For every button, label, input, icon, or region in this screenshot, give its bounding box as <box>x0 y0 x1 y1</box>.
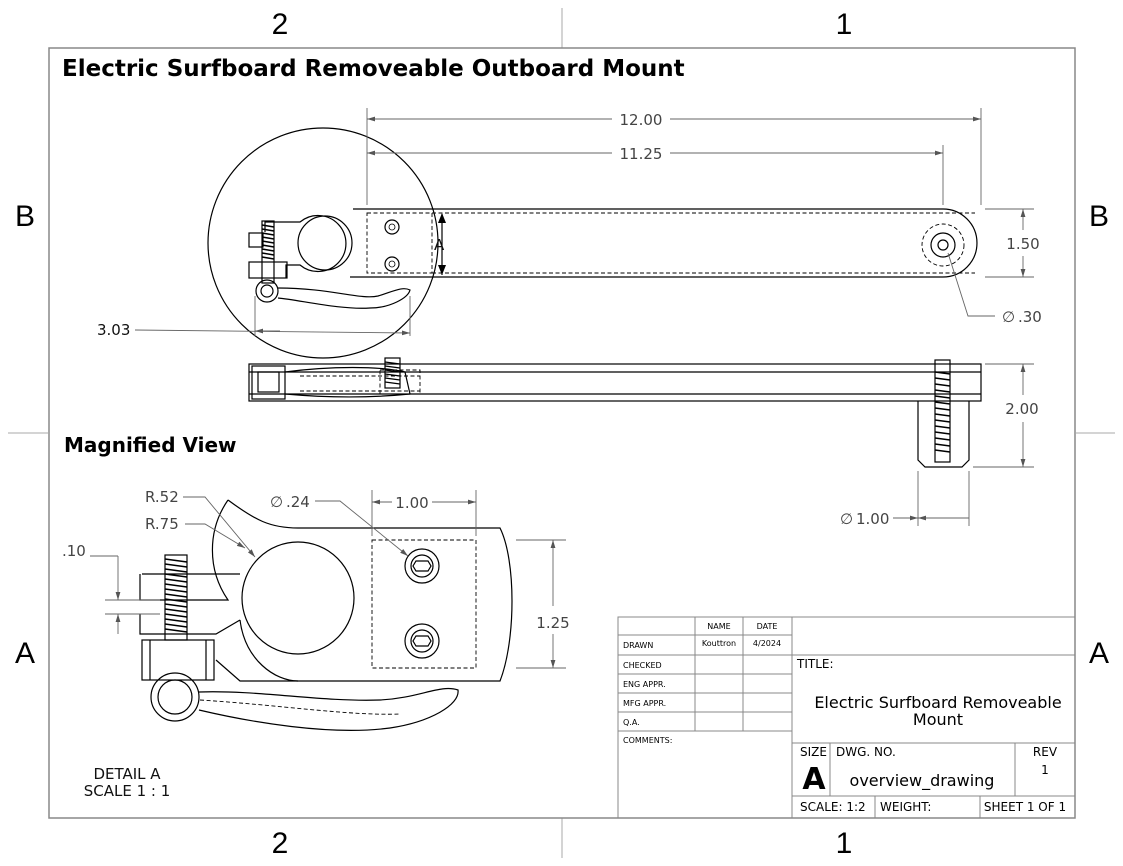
detail-circle <box>207 127 439 359</box>
tb-rev-label: REV <box>1033 745 1058 759</box>
side-lever <box>284 366 411 398</box>
zone-label-top-2: 2 <box>272 8 289 41</box>
dim-pocket-length: 1.00 <box>395 494 428 512</box>
tb-row-date: 4/2024 <box>753 639 781 648</box>
detail-caption-line1: DETAIL A <box>93 765 161 783</box>
tb-row-name: Kouttron <box>702 639 736 648</box>
tb-rev-value: 1 <box>1041 763 1049 777</box>
side-screw <box>384 357 401 389</box>
detail-screw-2 <box>404 623 440 659</box>
zone-label-left-b: B <box>15 200 35 233</box>
side-boss <box>917 401 970 468</box>
detail-caption-line2: SCALE 1 : 1 <box>84 782 171 800</box>
detail-dimensions: R.52 R.75 ∅ .24 1.00 1.25 .10 <box>62 488 570 669</box>
dim-hole-dia: .30 <box>1018 308 1042 326</box>
detail-bore <box>241 541 355 655</box>
clamp-outline <box>264 214 347 278</box>
top-view: A <box>207 127 978 359</box>
zone-label-right-b: B <box>1089 200 1109 233</box>
screw-hole-2 <box>384 256 400 272</box>
lever-pivot <box>255 279 279 303</box>
clamp-bore <box>297 215 353 271</box>
dim-outer-radius: R.75 <box>145 515 179 533</box>
dim-lever-length: 3.03 <box>97 321 130 339</box>
end-hole <box>930 232 956 258</box>
dim-screw-dia: .24 <box>286 493 310 511</box>
dim-slot: .10 <box>62 542 86 560</box>
side-arm <box>248 363 982 402</box>
detail-lever-pivot <box>150 672 200 722</box>
dim-screw-dia-symbol: ∅ <box>270 493 283 511</box>
tb-sheet: SHEET 1 OF 1 <box>984 800 1066 814</box>
drawing-frame <box>48 47 1076 819</box>
clamp-screw <box>261 220 275 284</box>
detail-pocket <box>371 539 477 669</box>
tb-col-date: DATE <box>757 622 778 631</box>
magnified-view-label: Magnified View <box>64 433 237 457</box>
tb-title-line2: Mount <box>913 710 963 729</box>
tb-title-line1: Electric Surfboard Removeable <box>814 693 1061 712</box>
top-view-dimensions: 12.00 11.25 1.50 ∅ .30 3.03 <box>97 108 1042 339</box>
screw-hole-1 <box>384 219 400 235</box>
tb-comments-label: COMMENTS: <box>623 736 672 745</box>
dim-boss-dia-symbol: ∅ <box>840 510 853 528</box>
detail-view <box>139 499 513 731</box>
title-block <box>617 616 1076 819</box>
pocket-hidden <box>366 212 433 274</box>
tb-weight: WEIGHT: <box>880 800 931 814</box>
tb-col-name: NAME <box>707 622 730 631</box>
zone-label-left-a: A <box>15 637 35 670</box>
zone-label-right-a: A <box>1089 637 1109 670</box>
tb-scale: SCALE: 1:2 <box>800 800 866 814</box>
tb-dwg-no-label: DWG. NO. <box>836 745 896 759</box>
dim-overall-length: 12.00 <box>620 111 663 129</box>
tb-row-label: ENG APPR. <box>623 680 666 689</box>
zone-label-bottom-2: 2 <box>272 827 289 860</box>
side-view <box>248 357 982 468</box>
zone-ticks <box>8 8 1115 858</box>
tb-title-label: TITLE: <box>796 657 834 671</box>
detail-screw-1 <box>404 548 440 584</box>
lever-handle <box>277 287 411 309</box>
boss-bolt <box>934 359 951 463</box>
dim-boss-dia: 1.00 <box>856 510 889 528</box>
tb-dwg-no-value: overview_drawing <box>850 771 995 791</box>
tb-row-label: MFG APPR. <box>623 699 666 708</box>
tb-row-label: CHECKED <box>623 661 662 670</box>
dim-height: 2.00 <box>1005 400 1038 418</box>
arm-outline <box>350 208 978 278</box>
zone-label-top-1: 1 <box>836 8 853 41</box>
dim-hole-span: 11.25 <box>620 145 663 163</box>
detail-body <box>215 499 513 682</box>
dim-pocket-width: 1.25 <box>536 614 569 632</box>
tb-size-value: A <box>802 762 826 797</box>
detail-lever-handle <box>198 687 459 731</box>
section-marker-label: A <box>434 236 445 254</box>
side-view-dimensions: 2.00 ∅ 1.00 <box>840 363 1039 528</box>
tb-row-label: DRAWN <box>623 641 653 650</box>
dim-hole-dia-symbol: ∅ <box>1002 308 1015 326</box>
tb-size-label: SIZE <box>800 745 827 759</box>
drawing-title: Electric Surfboard Removeable Outboard M… <box>62 56 685 82</box>
zone-label-bottom-1: 1 <box>836 827 853 860</box>
dim-inner-radius: R.52 <box>145 488 179 506</box>
tb-row-label: Q.A. <box>623 718 640 727</box>
end-hole-hidden <box>921 223 965 267</box>
dim-width: 1.50 <box>1006 235 1039 253</box>
